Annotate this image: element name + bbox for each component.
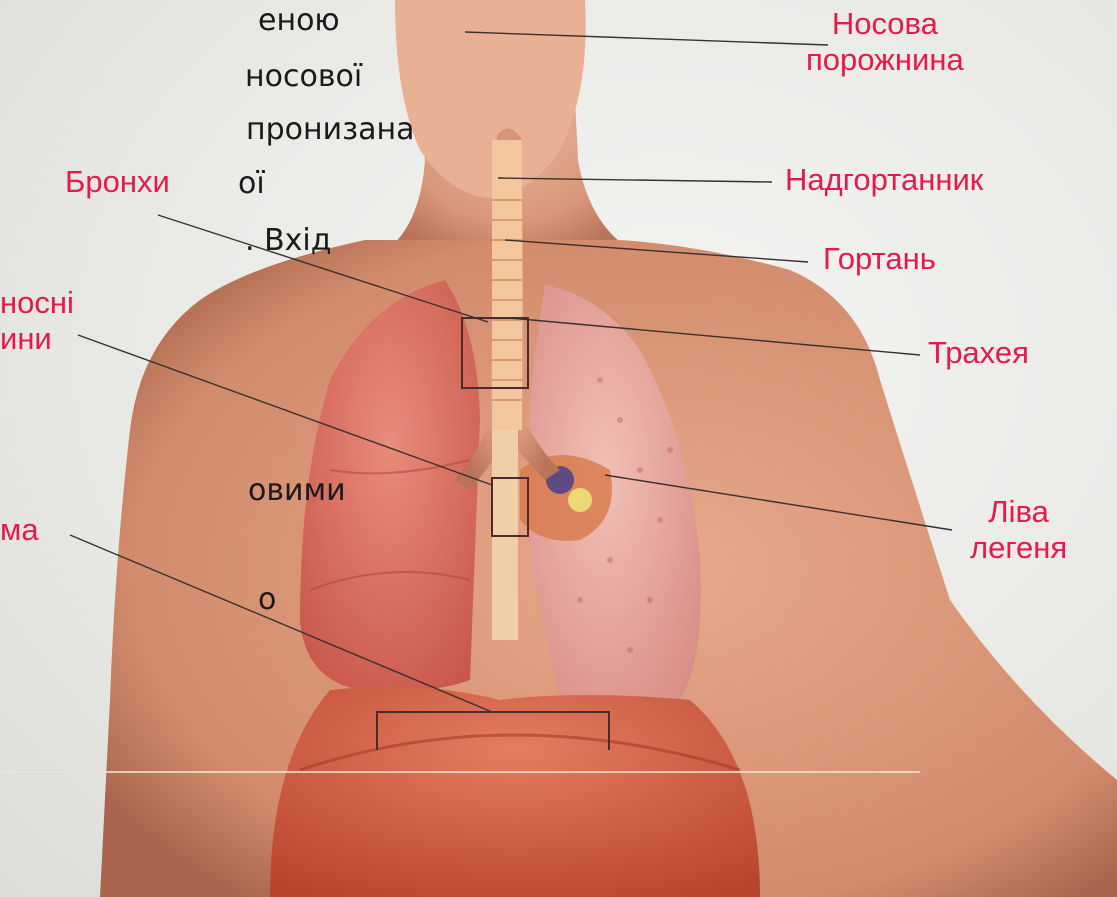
label-bronchial-branches: носні ини (0, 285, 74, 356)
text-line: о (258, 585, 276, 615)
text-line: пронизана (246, 115, 414, 145)
abdomen-shape (270, 687, 760, 897)
text-line: ої (238, 169, 265, 199)
label-nasal-cavity: Носова порожнина (806, 6, 964, 77)
label-bronchi: Бронхи (65, 164, 170, 200)
text-line: носової (245, 62, 362, 92)
label-larynx: Гортань (823, 241, 936, 277)
text-line: овими (248, 476, 346, 506)
label-diaphragm: ма (0, 512, 39, 548)
text-line: еною (258, 6, 340, 36)
label-left-lung: Ліва легеня (970, 494, 1067, 565)
label-trachea: Трахея (928, 335, 1029, 371)
text-line: . Вхід (245, 226, 331, 256)
label-epiglottis: Надгортанник (785, 162, 983, 198)
